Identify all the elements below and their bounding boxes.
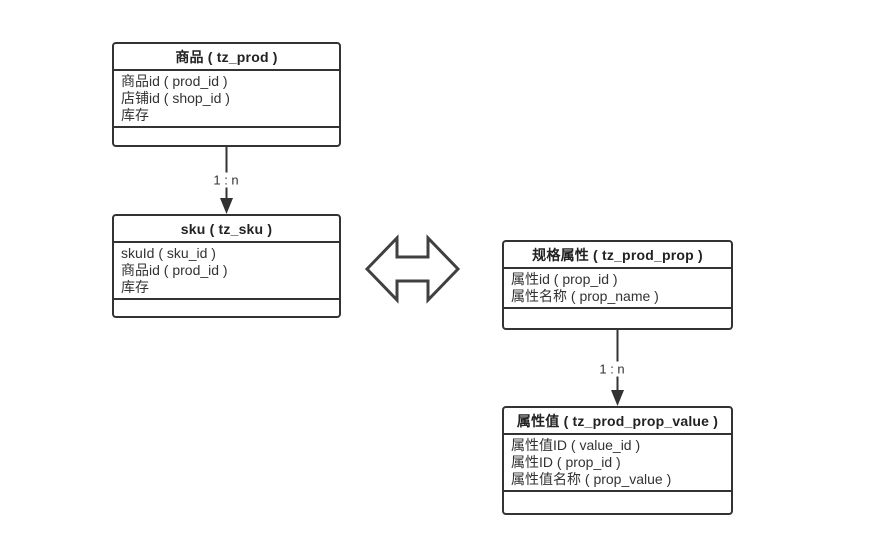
- entity-sku-title: sku ( tz_sku ): [114, 216, 339, 243]
- entity-prod-fields: 商品id ( prod_id ) 店铺id ( shop_id ) 库存: [114, 71, 339, 128]
- entity-prod-prop: 规格属性 ( tz_prod_prop ) 属性id ( prop_id ) 属…: [502, 240, 733, 330]
- entity-field: 库存: [121, 107, 149, 123]
- cardinality-label-prod-sku: 1 : n: [210, 172, 242, 188]
- entity-field: 属性值ID ( value_id ): [511, 437, 641, 453]
- entity-prod-prop-empty-section: [504, 309, 731, 328]
- entity-prod-prop-value-title: 属性值 ( tz_prod_prop_value ): [504, 408, 731, 435]
- entity-prod: 商品 ( tz_prod ) 商品id ( prod_id ) 店铺id ( s…: [112, 42, 341, 147]
- entity-prod-prop-title: 规格属性 ( tz_prod_prop ): [504, 242, 731, 269]
- entity-field: 商品id ( prod_id ): [121, 73, 228, 89]
- entity-field: 属性值名称 ( prop_value ): [511, 471, 672, 487]
- double-arrow-icon: [364, 234, 461, 304]
- entity-field: 属性id ( prop_id ): [511, 271, 618, 287]
- entity-field: 商品id ( prod_id ): [121, 262, 228, 278]
- entity-prod-prop-value-empty-section: [504, 492, 731, 513]
- entity-sku: sku ( tz_sku ) skuId ( sku_id ) 商品id ( p…: [112, 214, 341, 318]
- entity-prod-prop-value-fields: 属性值ID ( value_id ) 属性ID ( prop_id ) 属性值名…: [504, 435, 731, 492]
- entity-sku-fields: skuId ( sku_id ) 商品id ( prod_id ) 库存: [114, 243, 339, 300]
- entity-field: 属性ID ( prop_id ): [511, 454, 621, 470]
- entity-prod-empty-section: [114, 128, 339, 145]
- entity-field: 属性名称 ( prop_name ): [511, 288, 659, 304]
- entity-field: 库存: [121, 279, 149, 295]
- entity-sku-empty-section: [114, 300, 339, 316]
- cardinality-label-prop-propvalue: 1 : n: [596, 361, 628, 377]
- entity-prod-prop-fields: 属性id ( prop_id ) 属性名称 ( prop_name ): [504, 269, 731, 309]
- entity-prod-title: 商品 ( tz_prod ): [114, 44, 339, 71]
- entity-field: 店铺id ( shop_id ): [121, 90, 230, 106]
- entity-prod-prop-value: 属性值 ( tz_prod_prop_value ) 属性值ID ( value…: [502, 406, 733, 515]
- entity-field: skuId ( sku_id ): [121, 245, 216, 261]
